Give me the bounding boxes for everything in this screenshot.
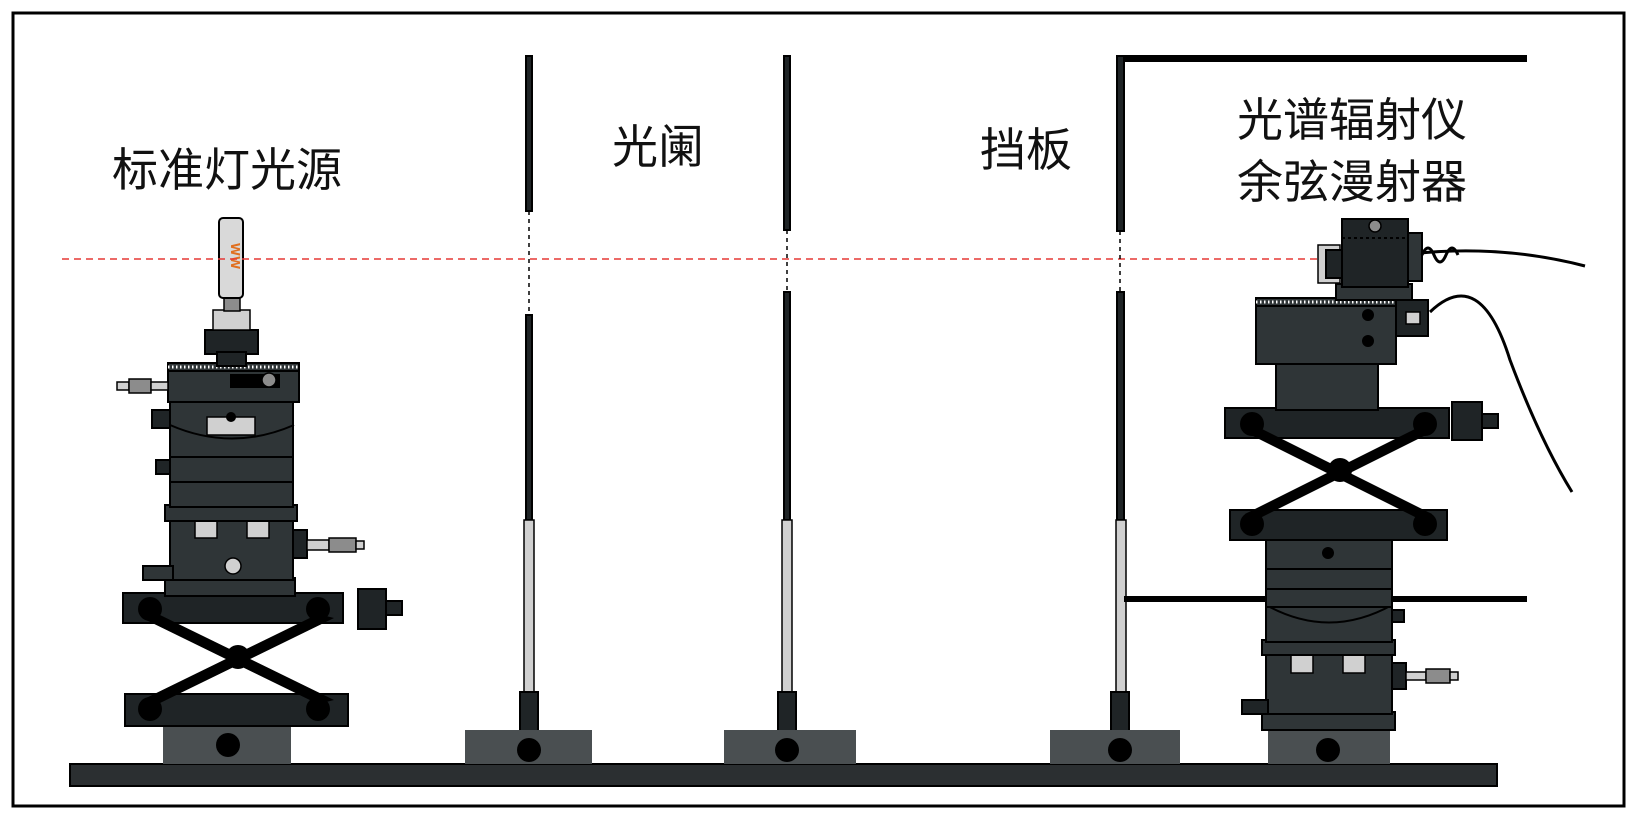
lamp-marking: WW	[228, 243, 242, 269]
aperture-assembly-2	[724, 55, 856, 764]
standard-lamp-label: 标准灯光源	[112, 143, 342, 197]
scissor-lift-icon	[122, 588, 403, 727]
standard-lamp-assembly: WW	[116, 217, 403, 764]
baffle-label: 挡板	[980, 123, 1072, 177]
radiometer-label-line1: 光谱辐射仪	[1237, 93, 1467, 147]
lamp-socket	[204, 329, 259, 355]
aperture-label: 光阑	[612, 120, 704, 174]
diagram-border	[11, 11, 1626, 808]
optical-rail	[69, 763, 1498, 787]
scissor-lift-icon	[1224, 401, 1499, 541]
standard-lamp-icon: WW	[218, 217, 244, 299]
aperture-assembly-1	[465, 55, 592, 764]
radiometer-label-line2: 余弦漫射器	[1237, 155, 1467, 209]
radiometer-head-icon	[1317, 218, 1460, 301]
radiometer-assembly	[1224, 218, 1586, 764]
